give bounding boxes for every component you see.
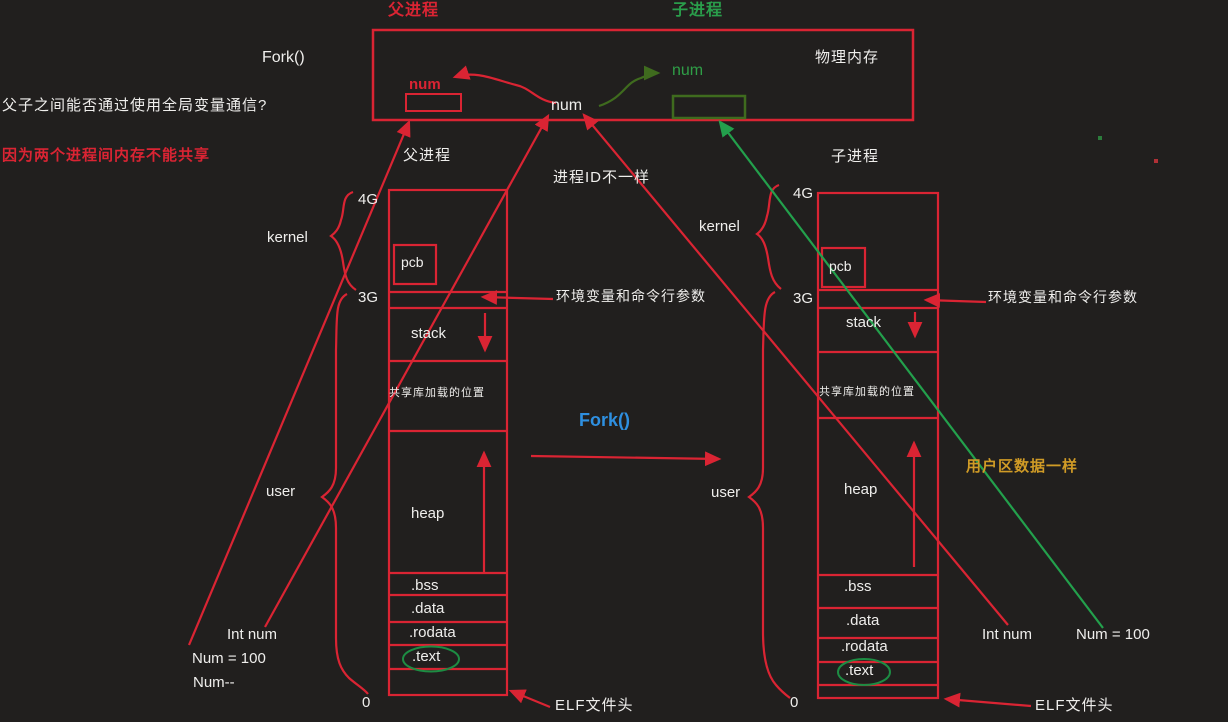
child-heap-label: heap <box>844 481 878 498</box>
code-left-num-decrement: Num-- <box>193 674 235 691</box>
parent-num-page-box <box>405 93 462 112</box>
fork-arrow <box>530 451 722 467</box>
parent-text-label: .text <box>412 648 441 665</box>
child-num-page-box <box>671 94 747 120</box>
parent-diagram-title: 父进程 <box>403 147 452 164</box>
code-right-num-100: Num = 100 <box>1076 626 1150 643</box>
child-memory-map <box>816 191 940 700</box>
parent-rodata-label: .rodata <box>409 624 456 641</box>
child-4g-label: 4G <box>793 185 814 202</box>
child-kernel-label: kernel <box>699 218 740 235</box>
parent-pcb-label: pcb <box>401 254 424 270</box>
child-pcb-box <box>820 246 867 289</box>
child-shared-lib-label: 共享库加载的位置 <box>819 386 915 398</box>
env-args-note-left: 环境变量和命令行参数 <box>556 288 706 304</box>
child-user-label: user <box>711 484 741 501</box>
code-left-num-100: Num = 100 <box>192 650 266 667</box>
int-num-left-to-shared-num-arrow <box>264 113 550 628</box>
parent-num-label: num <box>409 76 441 93</box>
parent-text-section-circle <box>402 645 460 673</box>
child-process-header: 子进程 <box>672 2 724 19</box>
parent-heap-label: heap <box>411 505 445 522</box>
red-speck <box>1154 159 1158 163</box>
reason-note: 因为两个进程间内存不能共享 <box>2 147 211 164</box>
parent-4g-label: 4G <box>358 191 379 208</box>
shared-num-label: num <box>551 97 583 114</box>
fork-center-label: Fork() <box>579 410 630 430</box>
parent-shared-lib-label: 共享库加载的位置 <box>389 387 485 399</box>
num100-to-child-page-green-arrow <box>718 120 1104 629</box>
int-num-right-to-shared-num-arrow <box>582 113 1009 626</box>
parent-data-label: .data <box>411 600 445 617</box>
parent-zero-label: 0 <box>362 694 371 711</box>
child-zero-label: 0 <box>790 694 799 711</box>
parent-stack-label: stack <box>411 325 447 342</box>
num100-to-parent-page-arrow <box>187 119 411 646</box>
code-right-int-num: Int num <box>982 626 1033 643</box>
child-elf-label: ELF文件头 <box>1035 697 1114 714</box>
question-note: 父子之间能否通过使用全局变量通信? <box>2 97 268 114</box>
env-args-arrow-right <box>923 293 987 308</box>
env-args-note-right: 环境变量和命令行参数 <box>988 289 1138 305</box>
parent-memory-map <box>387 188 509 697</box>
child-data-label: .data <box>846 612 880 629</box>
child-text-section-circle <box>837 658 891 686</box>
child-3g-label: 3G <box>793 290 814 307</box>
shared-num-to-child-num-arrow <box>598 65 661 108</box>
shared-num-to-parent-page-arrow <box>452 65 557 105</box>
elf-arrow-right <box>943 692 1032 708</box>
user-data-same-note: 用户区数据一样 <box>966 458 1079 475</box>
green-speck <box>1098 136 1102 140</box>
elf-arrow-left <box>508 689 551 709</box>
parent-3g-label: 3G <box>358 289 379 306</box>
code-left-int-num: Int num <box>227 626 278 643</box>
parent-bss-label: .bss <box>411 577 439 594</box>
physical-memory-label: 物理内存 <box>815 49 880 66</box>
parent-user-brace <box>320 293 369 695</box>
parent-process-header: 父进程 <box>388 2 440 19</box>
child-bss-label: .bss <box>844 578 872 595</box>
parent-elf-label: ELF文件头 <box>555 697 634 714</box>
physical-memory-box <box>371 28 915 122</box>
child-stack-label: stack <box>846 314 882 331</box>
child-diagram-title: 子进程 <box>831 148 880 165</box>
child-user-brace <box>747 291 791 699</box>
child-num-label: num <box>672 62 704 79</box>
env-args-arrow-left <box>480 289 554 305</box>
child-pcb-label: pcb <box>829 258 852 274</box>
parent-kernel-label: kernel <box>267 229 308 246</box>
parent-user-label: user <box>266 483 296 500</box>
process-id-note: 进程ID不一样 <box>553 169 651 186</box>
parent-pcb-box <box>392 243 438 286</box>
child-kernel-brace <box>755 183 782 290</box>
fork-call-label: Fork() <box>262 49 305 66</box>
child-text-label: .text <box>845 662 874 679</box>
child-rodata-label: .rodata <box>841 638 888 655</box>
